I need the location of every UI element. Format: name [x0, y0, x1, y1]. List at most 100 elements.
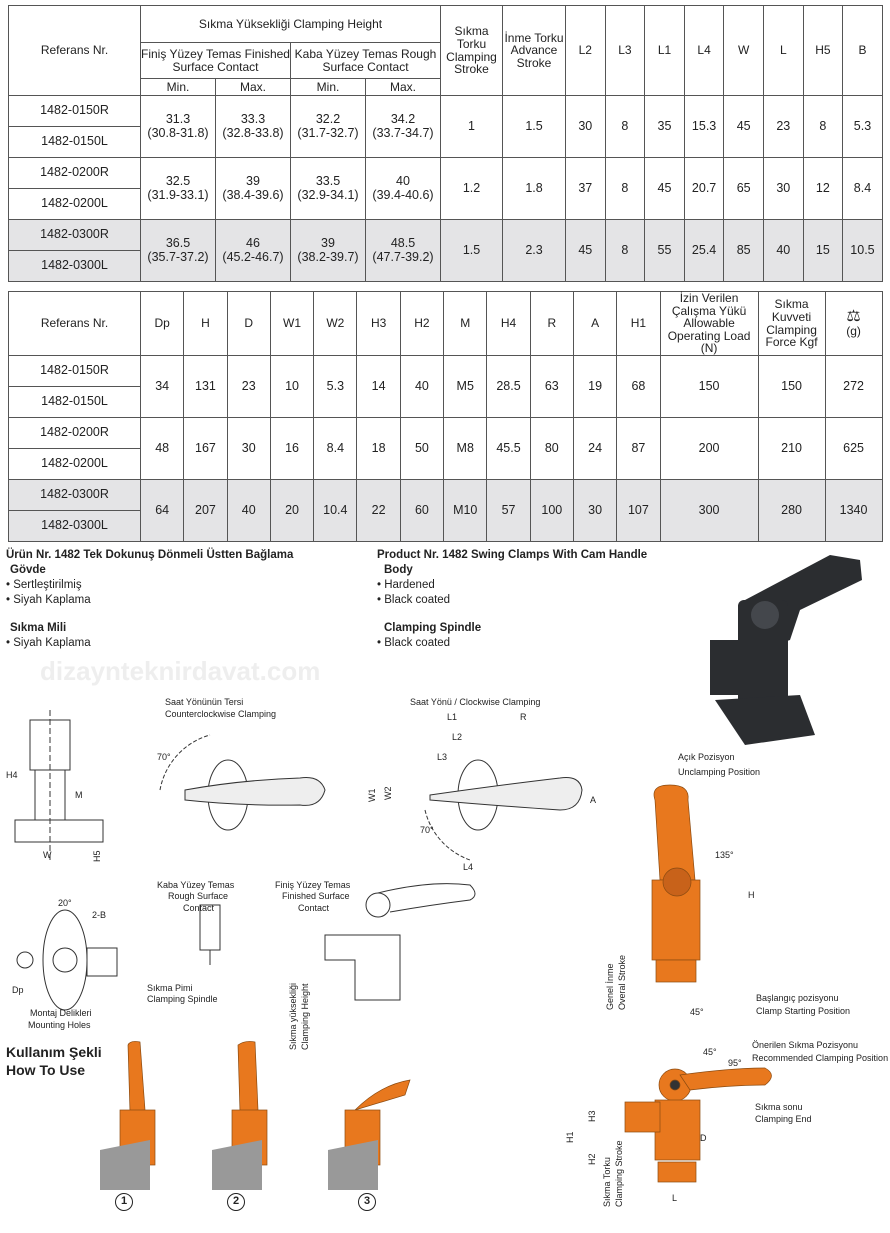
- drawing-label: Recommended Clamping Position: [752, 1053, 889, 1063]
- dim-cell: 60: [399, 479, 445, 542]
- spindle-heading: Sıkma Mili: [10, 621, 67, 634]
- header-col: H5: [802, 5, 844, 96]
- advance-stroke-cell: 2.3: [502, 219, 567, 282]
- drawing-label: Unclamping Position: [678, 767, 761, 777]
- weight-cell: 625: [824, 417, 883, 480]
- table-row: 1482-0200L: [8, 448, 883, 480]
- table-row: 1482-0200L: [8, 188, 883, 220]
- list-item: • Siyah Kaplama: [6, 636, 91, 649]
- list-item: • Black coated: [377, 593, 451, 606]
- list-item: • Black coated: [377, 636, 451, 649]
- header-col: H: [183, 291, 228, 356]
- description-en: Product Nr. 1482 Swing Clamps With Cam H…: [377, 548, 647, 651]
- clamping-stroke-cell: 1.2: [440, 157, 504, 220]
- side-view-small: [14, 710, 104, 860]
- height-cell: 34.2(33.7-34.7): [364, 95, 442, 158]
- header-col: B: [842, 5, 883, 96]
- dim-cell: 107: [616, 479, 661, 542]
- force-cell: 280: [757, 479, 826, 542]
- drawing-label: Contact: [183, 903, 215, 913]
- height-cell: 48.5(47.7-39.2): [364, 219, 442, 282]
- drawing-label: Açık Pozisyon: [678, 752, 735, 762]
- drawing-label: Montaj Delikleri: [30, 1008, 92, 1018]
- dim-cell: 24: [572, 417, 618, 480]
- body-heading: Gövde: [10, 563, 46, 576]
- dim-cell: 131: [183, 355, 228, 418]
- orange-clamp-side: [624, 1067, 772, 1183]
- drawing-label: L3: [437, 752, 448, 762]
- dim-cell: M10: [443, 479, 488, 542]
- dim-cell: 35: [644, 95, 685, 158]
- top-view-ccw: [159, 734, 326, 831]
- ref-cell: 1482-0150R: [8, 95, 141, 127]
- load-cell: 300: [659, 479, 759, 542]
- height-cell: 39(38.4-39.6): [215, 157, 291, 220]
- drawing-label: Saat Yönünün Tersi: [165, 697, 244, 707]
- dim-cell: 5.3: [842, 95, 883, 158]
- weight-cell: 1340: [824, 479, 883, 542]
- dim-cell: 20.7: [683, 157, 725, 220]
- advance-stroke-cell: 1.5: [502, 95, 567, 158]
- dim-cell: 48: [139, 417, 185, 480]
- drawing-label-vertical: Overal Stroke: [617, 954, 627, 1010]
- ref-cell: 1482-0300L: [8, 510, 141, 542]
- drawing-label: 70°: [157, 752, 171, 762]
- force-cell: 150: [757, 355, 826, 418]
- weight-cell: 272: [824, 355, 883, 418]
- description-tr: Ürün Nr. 1482 Tek Dokunuş Dönmeli Üstten…: [6, 548, 293, 651]
- dim-cell: 100: [529, 479, 574, 542]
- how-to-use-illustrations: [100, 1041, 411, 1190]
- dim-cell: 55: [644, 219, 685, 282]
- dim-cell: 19: [572, 355, 618, 418]
- dim-cell: 8: [604, 95, 646, 158]
- drawing-label-vertical: Genel İnme: [605, 963, 615, 1010]
- ref-cell: 1482-0150L: [8, 126, 141, 158]
- height-cell: 32.5(31.9-33.1): [140, 157, 216, 220]
- step-number: 3: [358, 1193, 376, 1211]
- drawing-label: 45°: [690, 1007, 704, 1017]
- dim-cell: M5: [443, 355, 488, 418]
- dim-cell: 64: [139, 479, 185, 542]
- drawing-label: Finiş Yüzey Temas: [275, 880, 351, 890]
- clamping-stroke-cell: 1.5: [440, 219, 504, 282]
- drawing-label: 95°: [728, 1058, 742, 1068]
- drawing-label: Kaba Yüzey Temas: [157, 880, 235, 890]
- drawing-label: 20°: [58, 898, 72, 908]
- specs-table-1: Referans Nr.Sıkma Yüksekliği Clamping He…: [8, 5, 883, 282]
- drawing-label-vertical: Clamping Height: [300, 983, 310, 1050]
- dim-cell: 22: [356, 479, 401, 542]
- drawing-label: M: [75, 790, 83, 800]
- drawing-label: H4: [6, 770, 18, 780]
- drawing-label: Clamp Starting Position: [756, 1006, 851, 1016]
- height-cell: 31.3(30.8-31.8): [140, 95, 216, 158]
- table-row: 1482-0150L: [8, 126, 883, 158]
- dim-cell: 28.5: [486, 355, 531, 418]
- header-col: H1: [616, 291, 661, 356]
- dim-cell: 5.3: [313, 355, 358, 418]
- ref-cell: 1482-0300L: [8, 250, 141, 282]
- dim-cell: 10.5: [842, 219, 883, 282]
- header-ref: Referans Nr.: [8, 5, 141, 96]
- drawing-label: H: [748, 890, 755, 900]
- ref-cell: 1482-0200L: [8, 448, 141, 480]
- header-col: W2: [313, 291, 358, 356]
- dim-cell: 10: [269, 355, 315, 418]
- contact-views: [199, 883, 476, 1001]
- drawing-label: H3: [587, 1110, 597, 1122]
- ref-cell: 1482-0300R: [8, 479, 141, 511]
- dim-cell: 8.4: [842, 157, 883, 220]
- dim-cell: 65: [723, 157, 764, 220]
- list-item: • Sertleştirilmiş: [6, 578, 82, 591]
- spindle-heading: Clamping Spindle: [384, 621, 482, 634]
- dim-cell: 207: [183, 479, 228, 542]
- drawing-label: Başlangıç pozisyonu: [756, 993, 839, 1003]
- drawing-label: Rough Surface: [168, 891, 229, 901]
- height-cell: 36.5(35.7-37.2): [140, 219, 216, 282]
- dim-cell: 14: [356, 355, 401, 418]
- top-view-cw: [424, 759, 583, 861]
